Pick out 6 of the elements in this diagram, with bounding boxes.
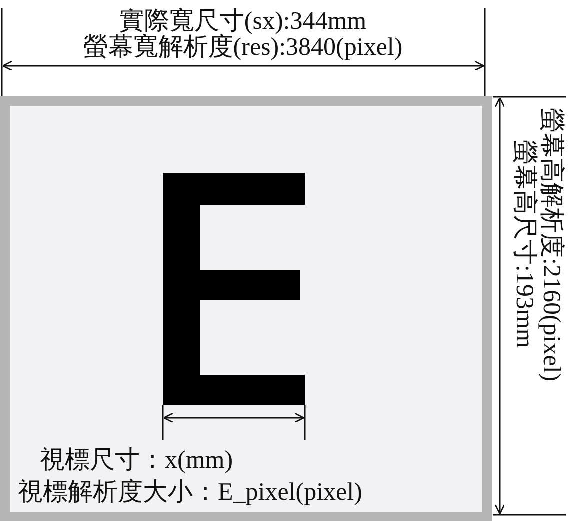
dimension-label: 螢幕高尺寸:193mm	[511, 140, 537, 348]
dimension-label: 視標尺寸：x(mm)	[40, 447, 234, 475]
dimension-label: 螢幕寬解析度(res):3840(pixel)	[83, 34, 403, 62]
dimension-label: 視標解析度大小：E_pixel(pixel)	[18, 479, 362, 507]
dimension-label: 螢幕高解析度:2160(pixel)	[538, 108, 564, 382]
dimension-label: 實際寬尺寸(sx):344mm	[119, 8, 367, 35]
